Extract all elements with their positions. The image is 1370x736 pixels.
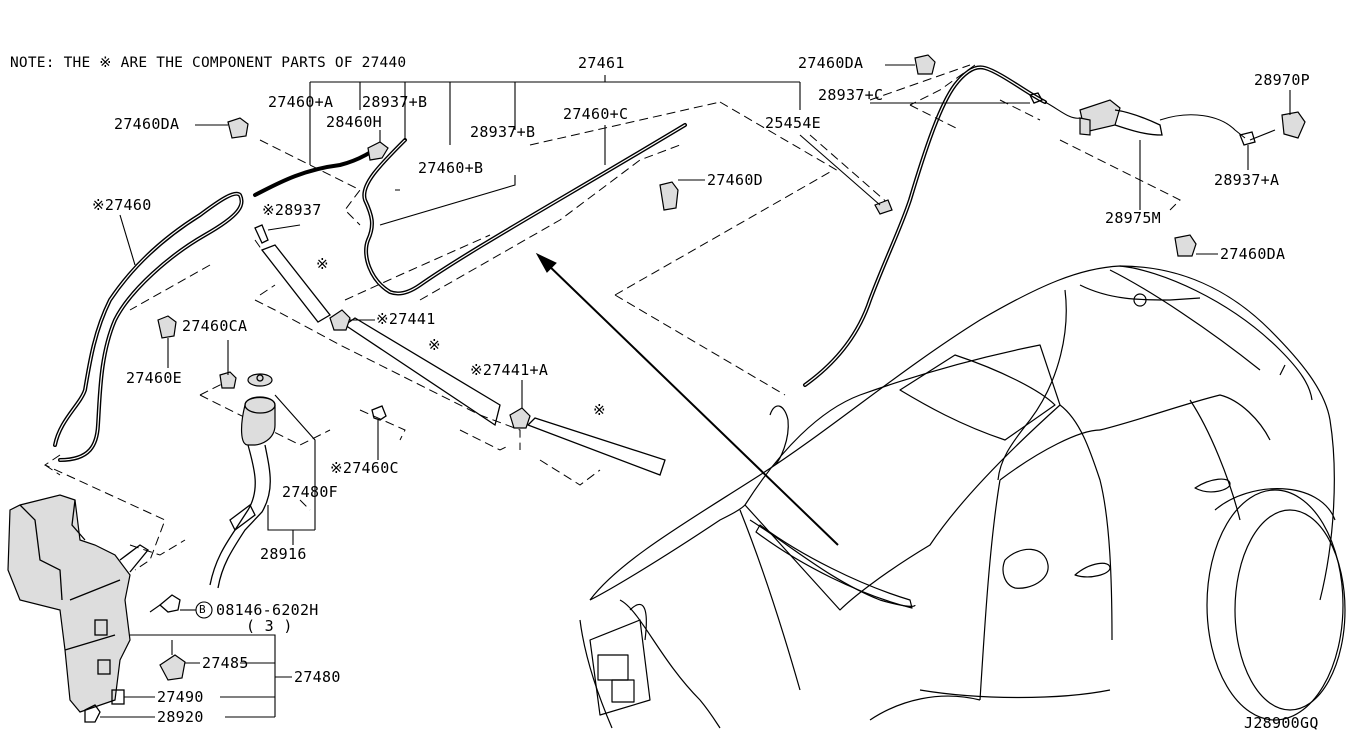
part-label-28970p[interactable]: 28970P <box>1254 71 1310 89</box>
part-label-27460ca[interactable]: 27460CA <box>182 317 248 335</box>
diagram-id: J28900GQ <box>1244 714 1319 732</box>
vehicle-outline <box>579 265 1346 729</box>
part-label-28920[interactable]: 28920 <box>157 708 204 726</box>
part-label-27460c[interactable]: 27460+C <box>563 105 629 123</box>
part-label-27441a-star[interactable]: ※27441+A <box>470 361 549 379</box>
part-label-28937a[interactable]: 28937+A <box>1214 171 1280 189</box>
part-label-27460-star[interactable]: ※27460 <box>92 196 152 214</box>
part-label-28975m[interactable]: 28975M <box>1105 209 1161 227</box>
part-label-25454e[interactable]: 25454E <box>765 114 821 132</box>
part-label-27480f[interactable]: 27480F <box>282 483 338 501</box>
part-shapes <box>7 54 1306 723</box>
part-label-27490[interactable]: 27490 <box>157 688 204 706</box>
part-label-28937b[interactable]: 28937+B <box>470 123 536 141</box>
leader-lines <box>100 64 1291 718</box>
component-mark-1: ※ <box>316 255 329 273</box>
bolt-quantity: ( 3 ) <box>246 617 293 635</box>
part-label-08146-6202h[interactable]: 08146-6202H <box>216 601 319 619</box>
part-label-27460b[interactable]: 27460+B <box>418 159 484 177</box>
part-label-28460h[interactable]: 28460H <box>326 113 382 131</box>
diagram-note: NOTE: THE ※ ARE THE COMPONENT PARTS OF 2… <box>10 55 407 71</box>
part-label-28937c[interactable]: 28937+C <box>818 86 884 104</box>
dashed-guides <box>43 64 1181 571</box>
part-label-27485[interactable]: 27485 <box>202 654 249 672</box>
part-label-27460c-star[interactable]: ※27460C <box>330 459 399 477</box>
part-label-27460e[interactable]: 27460E <box>126 369 182 387</box>
part-label-28937b-top[interactable]: 28937+B <box>362 93 428 111</box>
component-mark-2: ※ <box>428 336 441 354</box>
part-label-27480[interactable]: 27480 <box>294 668 341 686</box>
washer-hoses <box>53 65 1276 462</box>
part-label-27441-star[interactable]: ※27441 <box>376 310 436 328</box>
part-label-28937-star[interactable]: ※28937 <box>262 201 322 219</box>
part-label-27460a[interactable]: 27460+A <box>268 93 334 111</box>
component-mark-3: ※ <box>593 401 606 419</box>
part-label-28916[interactable]: 28916 <box>260 545 307 563</box>
part-label-27460d[interactable]: 27460D <box>707 171 763 189</box>
part-label-27460da-top[interactable]: 27460DA <box>798 54 864 72</box>
part-label-27460da-right[interactable]: 27460DA <box>1220 245 1286 263</box>
part-label-27460da-left[interactable]: 27460DA <box>114 115 180 133</box>
part-label-27461[interactable]: 27461 <box>578 54 625 72</box>
bolt-code-badge: B <box>199 603 206 616</box>
location-arrow <box>535 252 839 546</box>
